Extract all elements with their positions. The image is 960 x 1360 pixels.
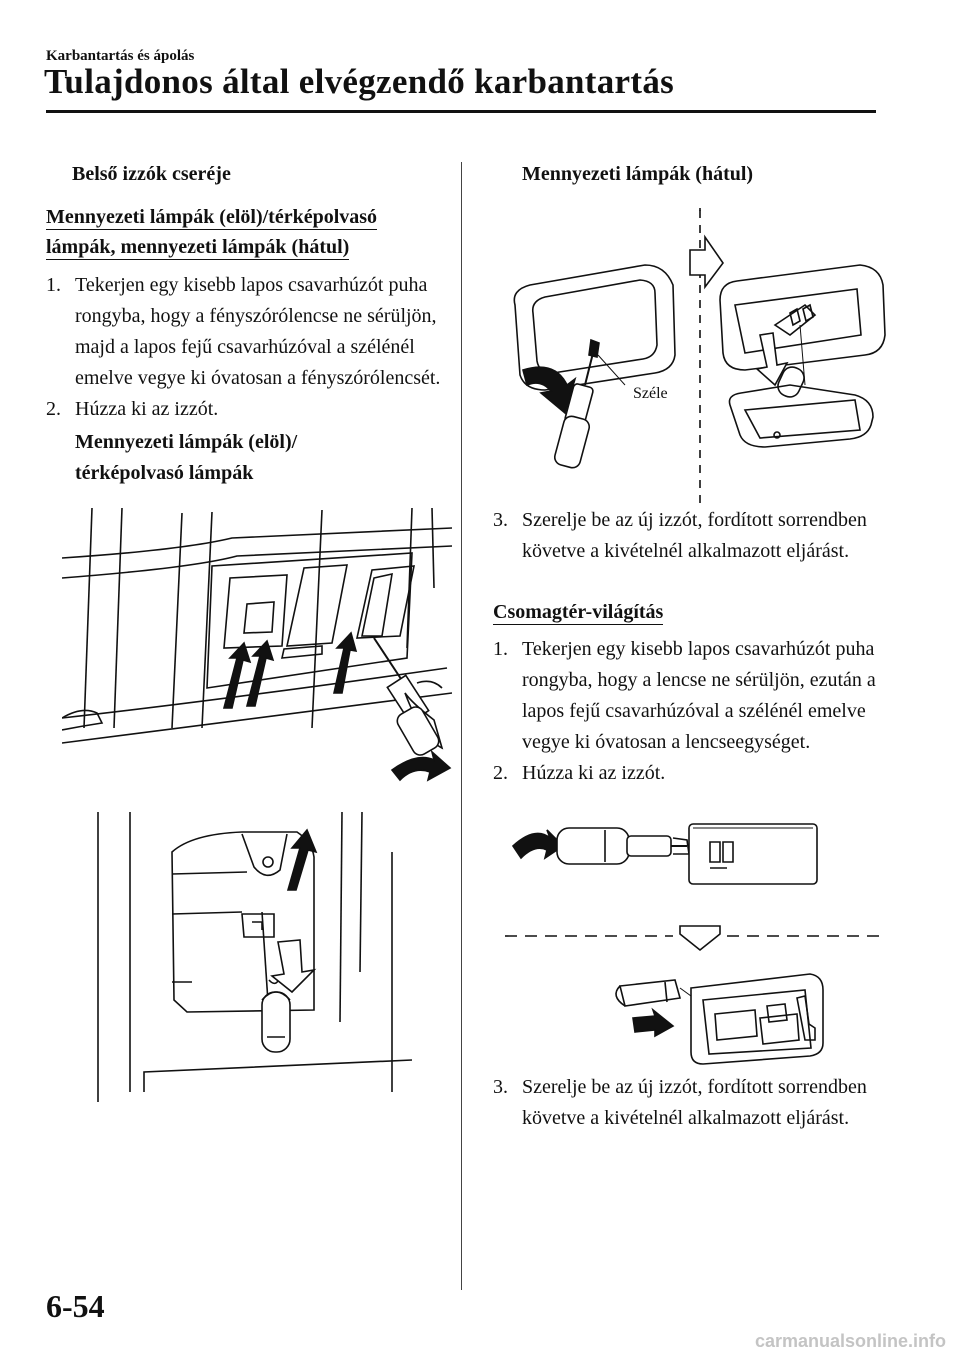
list-item: 3. Szerelje be az új izzót, fordított so… <box>493 1072 883 1134</box>
list-item: 1. Tekerjen egy kisebb lapos csavarhúzót… <box>46 270 442 394</box>
bulb-replacement-heading: Belső izzók cseréje <box>72 163 231 185</box>
ceiling-lamp-subheading-line2: lámpák, mennyezeti lámpák (hátul) <box>46 236 350 260</box>
step-text: Szerelje be az új izzót, fordított sorre… <box>522 1076 867 1129</box>
trunk-light-illustration <box>505 818 885 1068</box>
step-text: Szerelje be az új izzót, fordított sorre… <box>522 509 867 562</box>
step-text: Húzza ki az izzót. <box>522 762 666 784</box>
page-number: 6-54 <box>46 1288 105 1324</box>
watermark: carmanualsonline.info <box>754 1331 946 1351</box>
left-steps-list: 1. Tekerjen egy kisebb lapos csavarhúzót… <box>46 270 442 425</box>
edge-callout-label: Széle <box>633 385 668 402</box>
step-text: Tekerjen egy kisebb lapos csavarhúzót pu… <box>75 274 441 389</box>
title-rule <box>46 110 876 113</box>
step-number: 3. <box>493 1076 508 1098</box>
step-number: 2. <box>46 398 61 420</box>
rear-lamp-figure-caption: Mennyezeti lámpák (hátul) <box>522 163 754 185</box>
step-text: Tekerjen egy kisebb lapos csavarhúzót pu… <box>522 638 876 753</box>
section-label: Karbantartás és ápolás <box>46 48 195 64</box>
step-text: Húzza ki az izzót. <box>75 398 219 420</box>
trunk-steps-list: 1. Tekerjen egy kisebb lapos csavarhúzót… <box>493 634 883 789</box>
list-item: 2. Húzza ki az izzót. <box>46 394 442 425</box>
step-number: 1. <box>46 274 61 296</box>
list-item: 1. Tekerjen egy kisebb lapos csavarhúzót… <box>493 634 883 758</box>
step-number: 3. <box>493 509 508 531</box>
front-lamp-caption-line1: Mennyezeti lámpák (elöl)/ <box>75 431 298 453</box>
column-divider <box>461 162 462 1290</box>
front-lamp-illustration <box>62 508 452 798</box>
page-title: Tulajdonos által elvégzendő karbantartás <box>44 62 675 101</box>
ceiling-lamp-subheading-line1: Mennyezeti lámpák (elöl)/térképolvasó <box>46 206 378 230</box>
front-lamp-caption-line2: térképolvasó lámpák <box>75 462 254 484</box>
ceiling-lamp-subheading: Mennyezeti lámpák (elöl)/térképolvasó lá… <box>46 202 446 262</box>
step-number: 2. <box>493 762 508 784</box>
front-bulb-closeup-illustration <box>92 812 412 1102</box>
trunk-step-3: 3. Szerelje be az új izzót, fordított so… <box>493 1072 883 1134</box>
rear-step-3: 3. Szerelje be az új izzót, fordított so… <box>493 505 883 567</box>
list-item: 2. Húzza ki az izzót. <box>493 758 883 789</box>
rear-lamp-illustration: Széle <box>505 205 890 503</box>
trunk-light-subheading-text: Csomagtér-világítás <box>493 601 664 625</box>
front-lamp-figure-caption: Mennyezeti lámpák (elöl)/ térképolvasó l… <box>46 427 297 489</box>
trunk-light-subheading: Csomagtér-világítás <box>493 597 664 627</box>
list-item: 3. Szerelje be az új izzót, fordított so… <box>493 505 883 567</box>
step-number: 1. <box>493 638 508 660</box>
